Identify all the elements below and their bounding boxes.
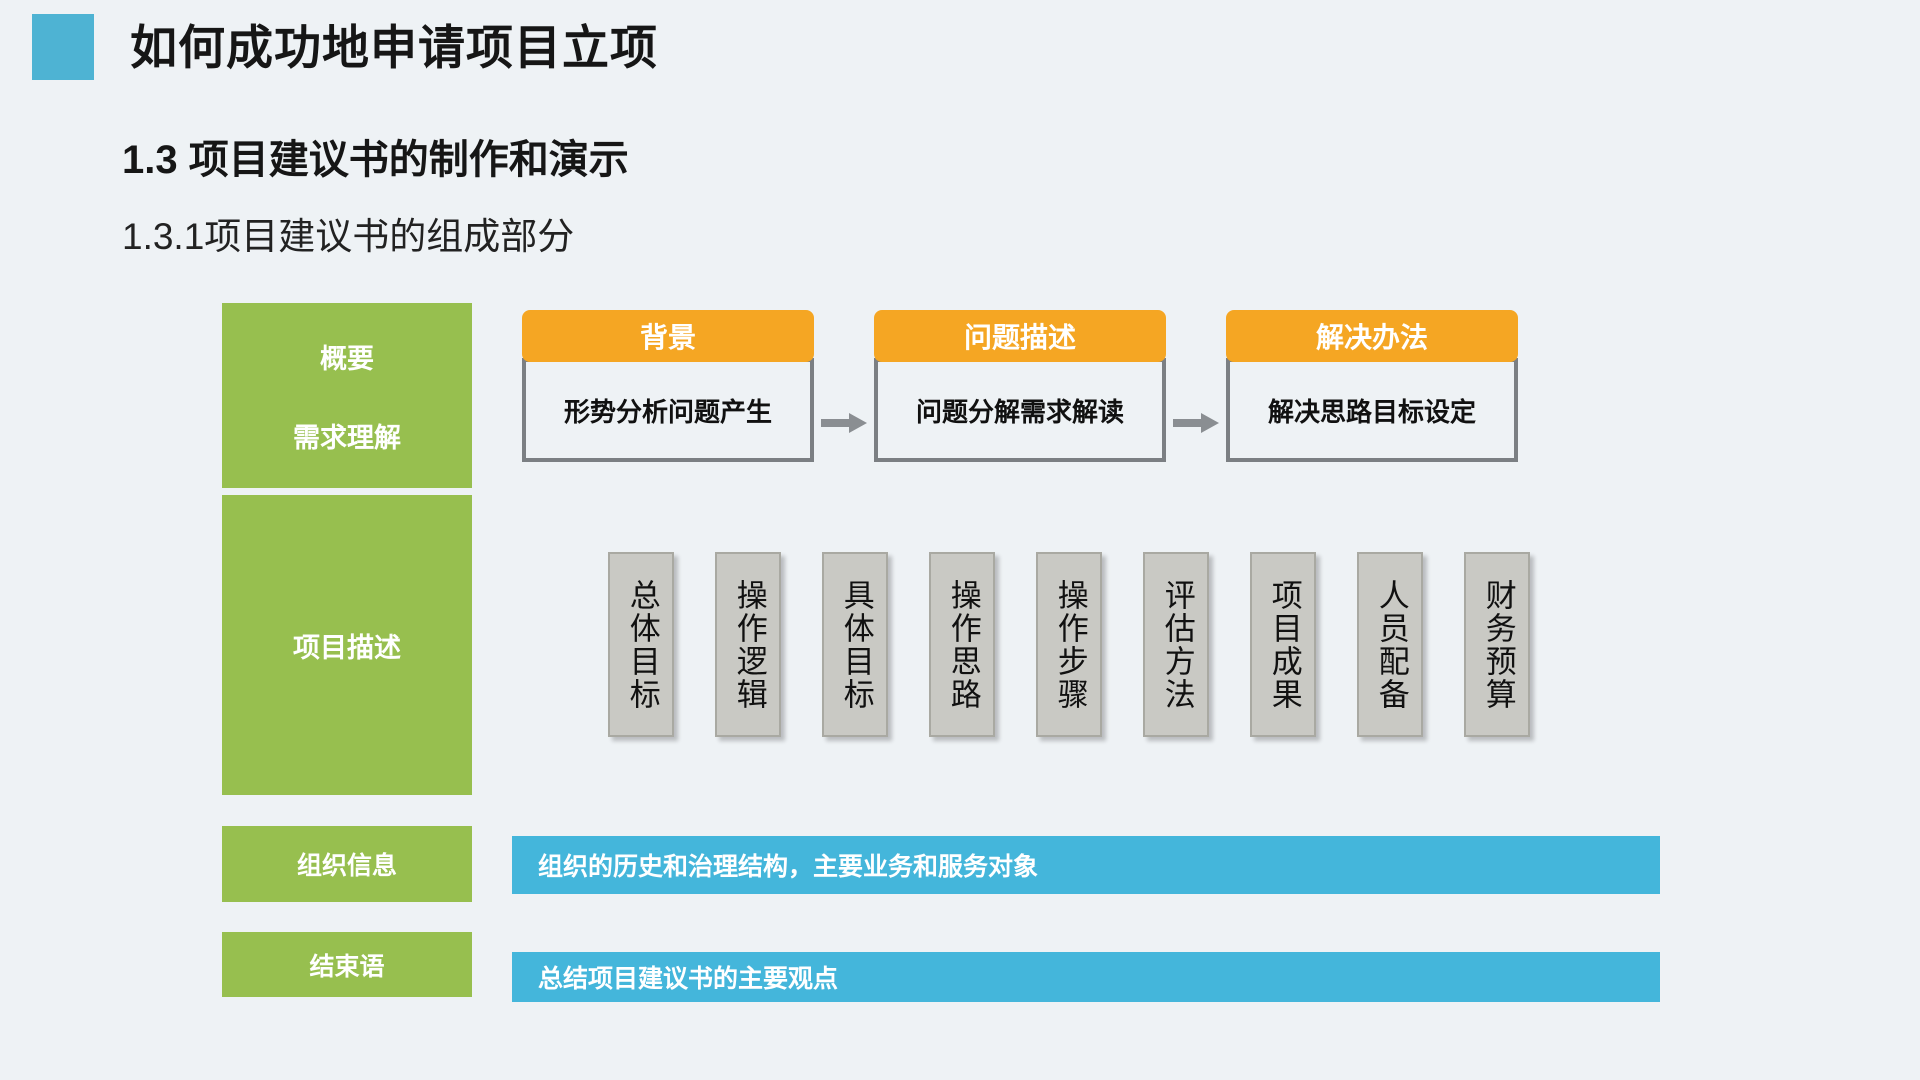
flow-step-header: 背景 [522, 310, 814, 362]
page-title: 如何成功地申请项目立项 [130, 20, 658, 74]
flow-step-solution: 解决办法 解决思路目标设定 [1226, 310, 1518, 462]
vertical-card-label: 评估方法 [1158, 578, 1195, 711]
vertical-card: 人员配备 [1357, 552, 1423, 737]
green-overview-line1: 概要 [320, 343, 374, 374]
green-block-overview: 概要 需求理解 [222, 303, 472, 488]
blue-bar-organization: 组织的历史和治理结构，主要业务和服务对象 [512, 836, 1660, 894]
vertical-cards-row: 总体目标 操作逻辑 具体目标 操作思路 操作步骤 评估方法 项目成果 人员配备 … [608, 552, 1568, 737]
vertical-card: 总体目标 [608, 552, 674, 737]
blue-bar-closing: 总结项目建议书的主要观点 [512, 952, 1660, 1002]
slide-title-row: 如何成功地申请项目立项 [0, 14, 658, 80]
flow-step-problem: 问题描述 问题分解需求解读 [874, 310, 1166, 462]
vertical-card-label: 具体目标 [837, 578, 874, 711]
section-title: 1.3 项目建议书的制作和演示 [122, 138, 629, 182]
title-accent-bar [32, 14, 94, 80]
vertical-card: 评估方法 [1143, 552, 1209, 737]
green-block-project-description: 项目描述 [222, 495, 472, 795]
vertical-card: 具体目标 [822, 552, 888, 737]
vertical-card: 操作步骤 [1036, 552, 1102, 737]
arrow-right-icon [820, 410, 868, 436]
vertical-card-label: 人员配备 [1372, 578, 1409, 711]
vertical-card: 项目成果 [1250, 552, 1316, 737]
green-overview-line2: 需求理解 [293, 422, 401, 453]
green-block-organization-info: 组织信息 [222, 826, 472, 902]
flow-step-header: 问题描述 [874, 310, 1166, 362]
vertical-card: 财务预算 [1464, 552, 1530, 737]
vertical-card: 操作思路 [929, 552, 995, 737]
subsection-title: 1.3.1项目建议书的组成部分 [122, 216, 575, 257]
vertical-card-label: 总体目标 [623, 578, 660, 711]
arrow-right-icon [1172, 410, 1220, 436]
flow-step-header: 解决办法 [1226, 310, 1518, 362]
vertical-card-label: 操作逻辑 [730, 578, 767, 711]
vertical-card-label: 项目成果 [1265, 578, 1302, 711]
flow-step-background: 背景 形势分析问题产生 [522, 310, 814, 462]
vertical-card-label: 操作步骤 [1051, 578, 1088, 711]
flow-step-body: 解决思路目标设定 [1226, 358, 1518, 462]
flow-row: 背景 形势分析问题产生 问题描述 问题分解需求解读 解决办法 解决思路目标设定 [522, 310, 1642, 485]
vertical-card-label: 财务预算 [1479, 578, 1516, 711]
green-block-closing: 结束语 [222, 932, 472, 997]
vertical-card: 操作逻辑 [715, 552, 781, 737]
flow-step-body: 问题分解需求解读 [874, 358, 1166, 462]
vertical-card-label: 操作思路 [944, 578, 981, 711]
flow-step-body: 形势分析问题产生 [522, 358, 814, 462]
